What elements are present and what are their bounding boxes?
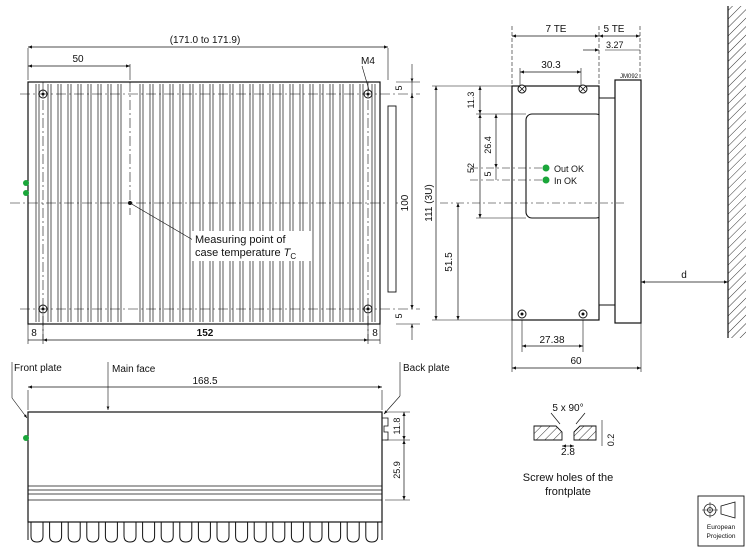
front-plate-label: Front plate bbox=[14, 363, 62, 374]
led-in-ok bbox=[542, 176, 550, 184]
dim-26-4: 26.4 bbox=[483, 136, 493, 154]
measuring-point-line1: Measuring point of bbox=[195, 234, 286, 246]
dim-25-9: 25.9 bbox=[392, 461, 402, 479]
dim-100: 100 bbox=[400, 194, 411, 211]
top-view: (171.0 to 171.9) 50 M4 bbox=[10, 35, 420, 344]
screw-caption-2: frontplate bbox=[545, 486, 591, 498]
guide-rail bbox=[387, 105, 397, 293]
dim-11-8: 11.8 bbox=[392, 418, 402, 435]
drawing-code: JM092 bbox=[620, 74, 639, 80]
dim-152: 152 bbox=[197, 328, 214, 339]
mounting-holes bbox=[38, 89, 373, 314]
projection-symbol: European Projection bbox=[697, 495, 745, 547]
dim-60: 60 bbox=[570, 356, 582, 367]
projection-line2: Projection bbox=[707, 533, 736, 540]
measuring-point-line2: case temperature TC bbox=[195, 247, 296, 261]
wall-hatch bbox=[728, 6, 746, 338]
screw-detail: 5 x 90° 2.8 0.2 Screw holes of the front… bbox=[523, 403, 616, 498]
dim-0-2: 0.2 bbox=[606, 434, 616, 447]
led-out-ok-label: Out OK bbox=[554, 164, 584, 174]
dim-2-8: 2.8 bbox=[561, 447, 575, 458]
screw-caption-1: Screw holes of the bbox=[523, 472, 614, 484]
dim-27-38: 27.38 bbox=[539, 335, 564, 346]
overall-width-label: (171.0 to 171.9) bbox=[170, 35, 241, 46]
dim-30-3: 30.3 bbox=[541, 60, 561, 71]
te-7: 7 TE bbox=[546, 24, 567, 35]
dim-3-27: 3.27 bbox=[606, 40, 624, 50]
side-view: Front plate Main face Back plate 168.5 1… bbox=[11, 362, 450, 543]
fin-profile bbox=[27, 522, 383, 543]
te-5: 5 TE bbox=[604, 24, 625, 35]
led-out-ok bbox=[542, 164, 550, 172]
led-indicator-2 bbox=[23, 190, 29, 196]
dim-50-label: 50 bbox=[72, 54, 84, 65]
dim-5-top: 5 bbox=[394, 85, 404, 90]
dim-51-5: 51.5 bbox=[444, 252, 455, 272]
dim-8-left: 8 bbox=[31, 328, 37, 339]
led-indicator-1 bbox=[23, 180, 29, 186]
back-plate-label: Back plate bbox=[403, 363, 450, 374]
centerlines bbox=[10, 82, 420, 340]
distance-d: d bbox=[681, 270, 687, 281]
dim-168-5: 168.5 bbox=[192, 376, 217, 387]
led-in-ok-label: In OK bbox=[554, 176, 577, 186]
dim-11-3: 11.3 bbox=[466, 92, 476, 109]
projection-line1: European bbox=[707, 524, 736, 531]
dim-111: 111 (3U) bbox=[424, 184, 435, 221]
side-body bbox=[27, 411, 383, 523]
dim-5-bottom: 5 bbox=[394, 313, 404, 318]
thread-label: M4 bbox=[361, 56, 375, 67]
front-view: 7 TE 5 TE 3.27 30.3 JM092 Out OK In OK bbox=[424, 6, 746, 372]
dim-52: 52 bbox=[466, 163, 476, 173]
screw-angle: 5 x 90° bbox=[552, 403, 583, 414]
main-face-label: Main face bbox=[112, 364, 156, 375]
led-side bbox=[23, 435, 29, 441]
rear-block bbox=[614, 79, 642, 324]
dim-5: 5 bbox=[483, 171, 493, 176]
dim-8-right: 8 bbox=[372, 328, 378, 339]
